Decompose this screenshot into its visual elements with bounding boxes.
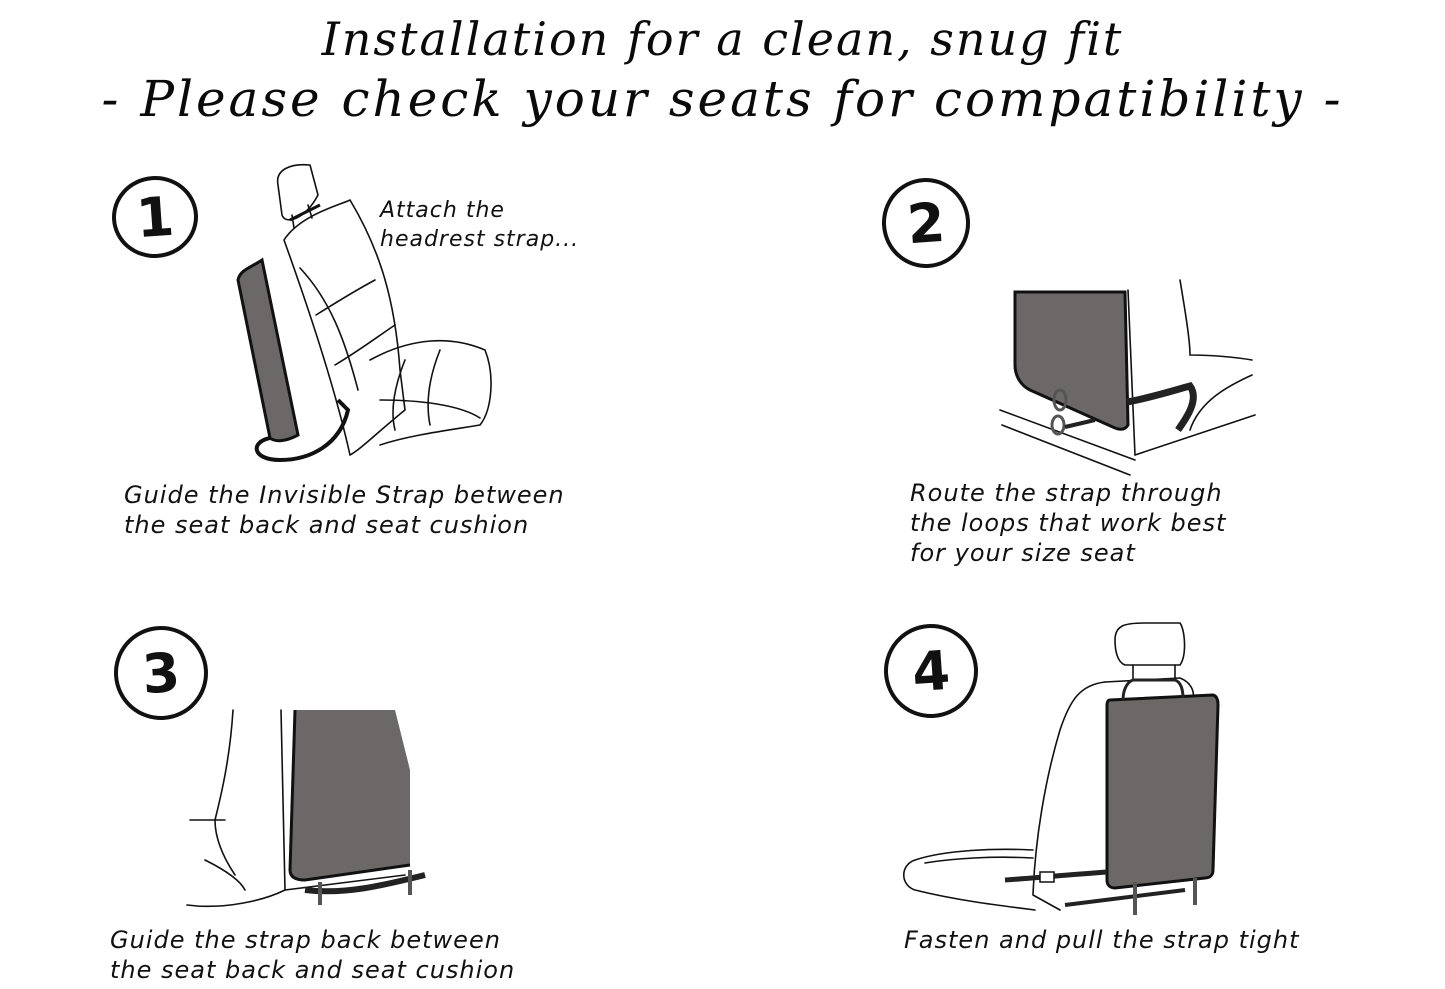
step-4-caption-line-1: Fasten and pull the strap tight [904, 926, 1300, 954]
step-4-seat-full-illustration [902, 622, 1220, 915]
step-2-caption: Route the strap through the loops that w… [910, 478, 1226, 568]
step-2-caption-line-1: Route the strap through [910, 479, 1223, 507]
step-2-number-badge: 2 [878, 175, 974, 271]
step-1-caption-line-1: Guide the Invisible Strap between [124, 481, 565, 509]
step-2-seat-closeup-illustration [999, 279, 1256, 476]
step-1-caption: Guide the Invisible Strap between the se… [124, 480, 565, 540]
step-3-caption-line-1: Guide the strap back between [110, 926, 501, 954]
step-3-number-badge: 3 [110, 622, 212, 724]
step-4-caption: Fasten and pull the strap tight [904, 925, 1300, 955]
title-line-2: - Please check your seats for compatibil… [101, 70, 1344, 128]
step-1-note-line-2: headrest strap... [380, 227, 580, 252]
step-3-seat-closeup-illustration [186, 709, 426, 908]
step-1-number: 1 [134, 184, 176, 250]
step-2-caption-line-2: the loops that work best [910, 509, 1227, 537]
step-1-caption-line-2: the seat back and seat cushion [124, 511, 530, 539]
step-2-caption-line-3: for your size seat [910, 539, 1136, 567]
step-3-caption: Guide the strap back between the seat ba… [110, 925, 515, 985]
step-1-note-line-1: Attach the [380, 198, 505, 223]
title-line-1: Installation for a clean, snug fit [321, 12, 1124, 66]
step-1-number-badge: 1 [109, 173, 201, 261]
step-1-note: Attach the headrest strap... [380, 196, 579, 254]
step-2-number: 2 [905, 190, 947, 256]
step-1-seat-illustration [236, 163, 492, 463]
step-3-number: 3 [140, 640, 182, 706]
step-3-caption-line-2: the seat back and seat cushion [110, 956, 516, 984]
